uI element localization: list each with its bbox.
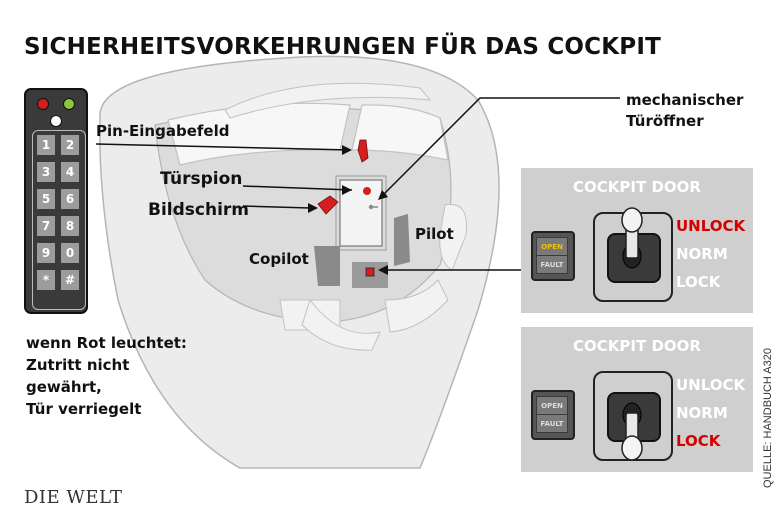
pin-keypad: 1 2 3 4 5 6 7 8 9 0 * # [24, 88, 88, 314]
cockpit-door-panel-unlock: COCKPIT DOOR OPEN FAULT UNLOCK NORM LOCK [521, 168, 753, 313]
mech-arrow [379, 97, 620, 199]
option-lock: LOCK [676, 432, 721, 450]
panel-title: COCKPIT DOOR [573, 337, 701, 355]
mechanical-opener-line1: mechanischer [626, 91, 744, 109]
source-credit: QUELLE: HANDBUCH A320 [762, 348, 774, 488]
screen-label: Bildschirm [148, 200, 250, 220]
keypad-key: * [37, 270, 55, 290]
keypad-key: 8 [61, 216, 79, 236]
option-norm: NORM [676, 245, 728, 263]
console-panel-3 [384, 279, 449, 333]
mechanical-opener-label: mechanischer Türöffner [626, 90, 743, 132]
caption-line: wenn Rot leuchtet: [26, 334, 187, 352]
pilot-seat [394, 214, 410, 266]
keypad-marker-icon [357, 139, 369, 163]
cockpit-door-panel-lock: COCKPIT DOOR OPEN FAULT UNLOCK NORM LOCK [521, 327, 753, 472]
open-indicator: OPEN [536, 396, 568, 415]
keypad-key: 0 [61, 243, 79, 263]
screen-arrow [242, 205, 311, 209]
copilot-seat [314, 246, 340, 286]
console-switch-icon [365, 267, 375, 277]
keypad-key: 1 [37, 135, 55, 155]
open-fault-switch[interactable]: OPEN FAULT [531, 390, 575, 440]
brand-logo: DIE WELT [24, 487, 123, 508]
panel-title: COCKPIT DOOR [573, 178, 701, 196]
open-fault-switch[interactable]: OPEN FAULT [531, 231, 575, 281]
white-led-icon [50, 115, 62, 127]
red-led-icon [37, 98, 49, 110]
spyhole-icon [363, 187, 371, 195]
copilot-label: Copilot [249, 250, 309, 268]
keypad-key: 2 [61, 135, 79, 155]
keypad-key: 6 [61, 189, 79, 209]
fault-indicator: FAULT [536, 414, 568, 433]
fault-indicator: FAULT [536, 255, 568, 274]
keypad-key: 5 [37, 189, 55, 209]
green-led-icon [63, 98, 75, 110]
cockpit-window-right [351, 104, 449, 161]
pin-input-label: Pin-Eingabefeld [96, 122, 230, 140]
keypad-key: 7 [37, 216, 55, 236]
caption-line: Tür verriegelt [26, 400, 142, 418]
keypad-key: 3 [37, 162, 55, 182]
caption-line: Zutritt nicht [26, 356, 130, 374]
option-unlock: UNLOCK [676, 376, 746, 394]
pilot-label: Pilot [415, 225, 454, 243]
screen-marker-icon [317, 195, 339, 215]
toggle-lever-icon[interactable] [521, 327, 753, 472]
cockpit-window-top [224, 82, 432, 119]
caption-line: gewährt, [26, 378, 102, 396]
mechanical-opener-line2: Türöffner [626, 112, 704, 130]
option-lock: LOCK [676, 273, 721, 291]
spion-arrow [242, 185, 353, 191]
option-unlock: UNLOCK [676, 217, 746, 235]
page-title: SICHERHEITSVORKEHRUNGEN FÜR DAS COCKPIT [24, 34, 661, 60]
toggle-lever-icon[interactable] [521, 168, 753, 313]
keypad-keys: 1 2 3 4 5 6 7 8 9 0 * # [32, 130, 86, 310]
pin-arrow [95, 143, 351, 151]
spyhole-label: Türspion [160, 169, 243, 189]
keypad-key: 9 [37, 243, 55, 263]
keypad-caption: wenn Rot leuchtet: Zutritt nicht gewährt… [26, 332, 187, 420]
option-norm: NORM [676, 404, 728, 422]
toggle-base [607, 392, 661, 442]
door-frame [335, 175, 387, 251]
keypad-key: 4 [61, 162, 79, 182]
console-panel-2 [301, 298, 381, 351]
keypad-key: # [61, 270, 79, 290]
